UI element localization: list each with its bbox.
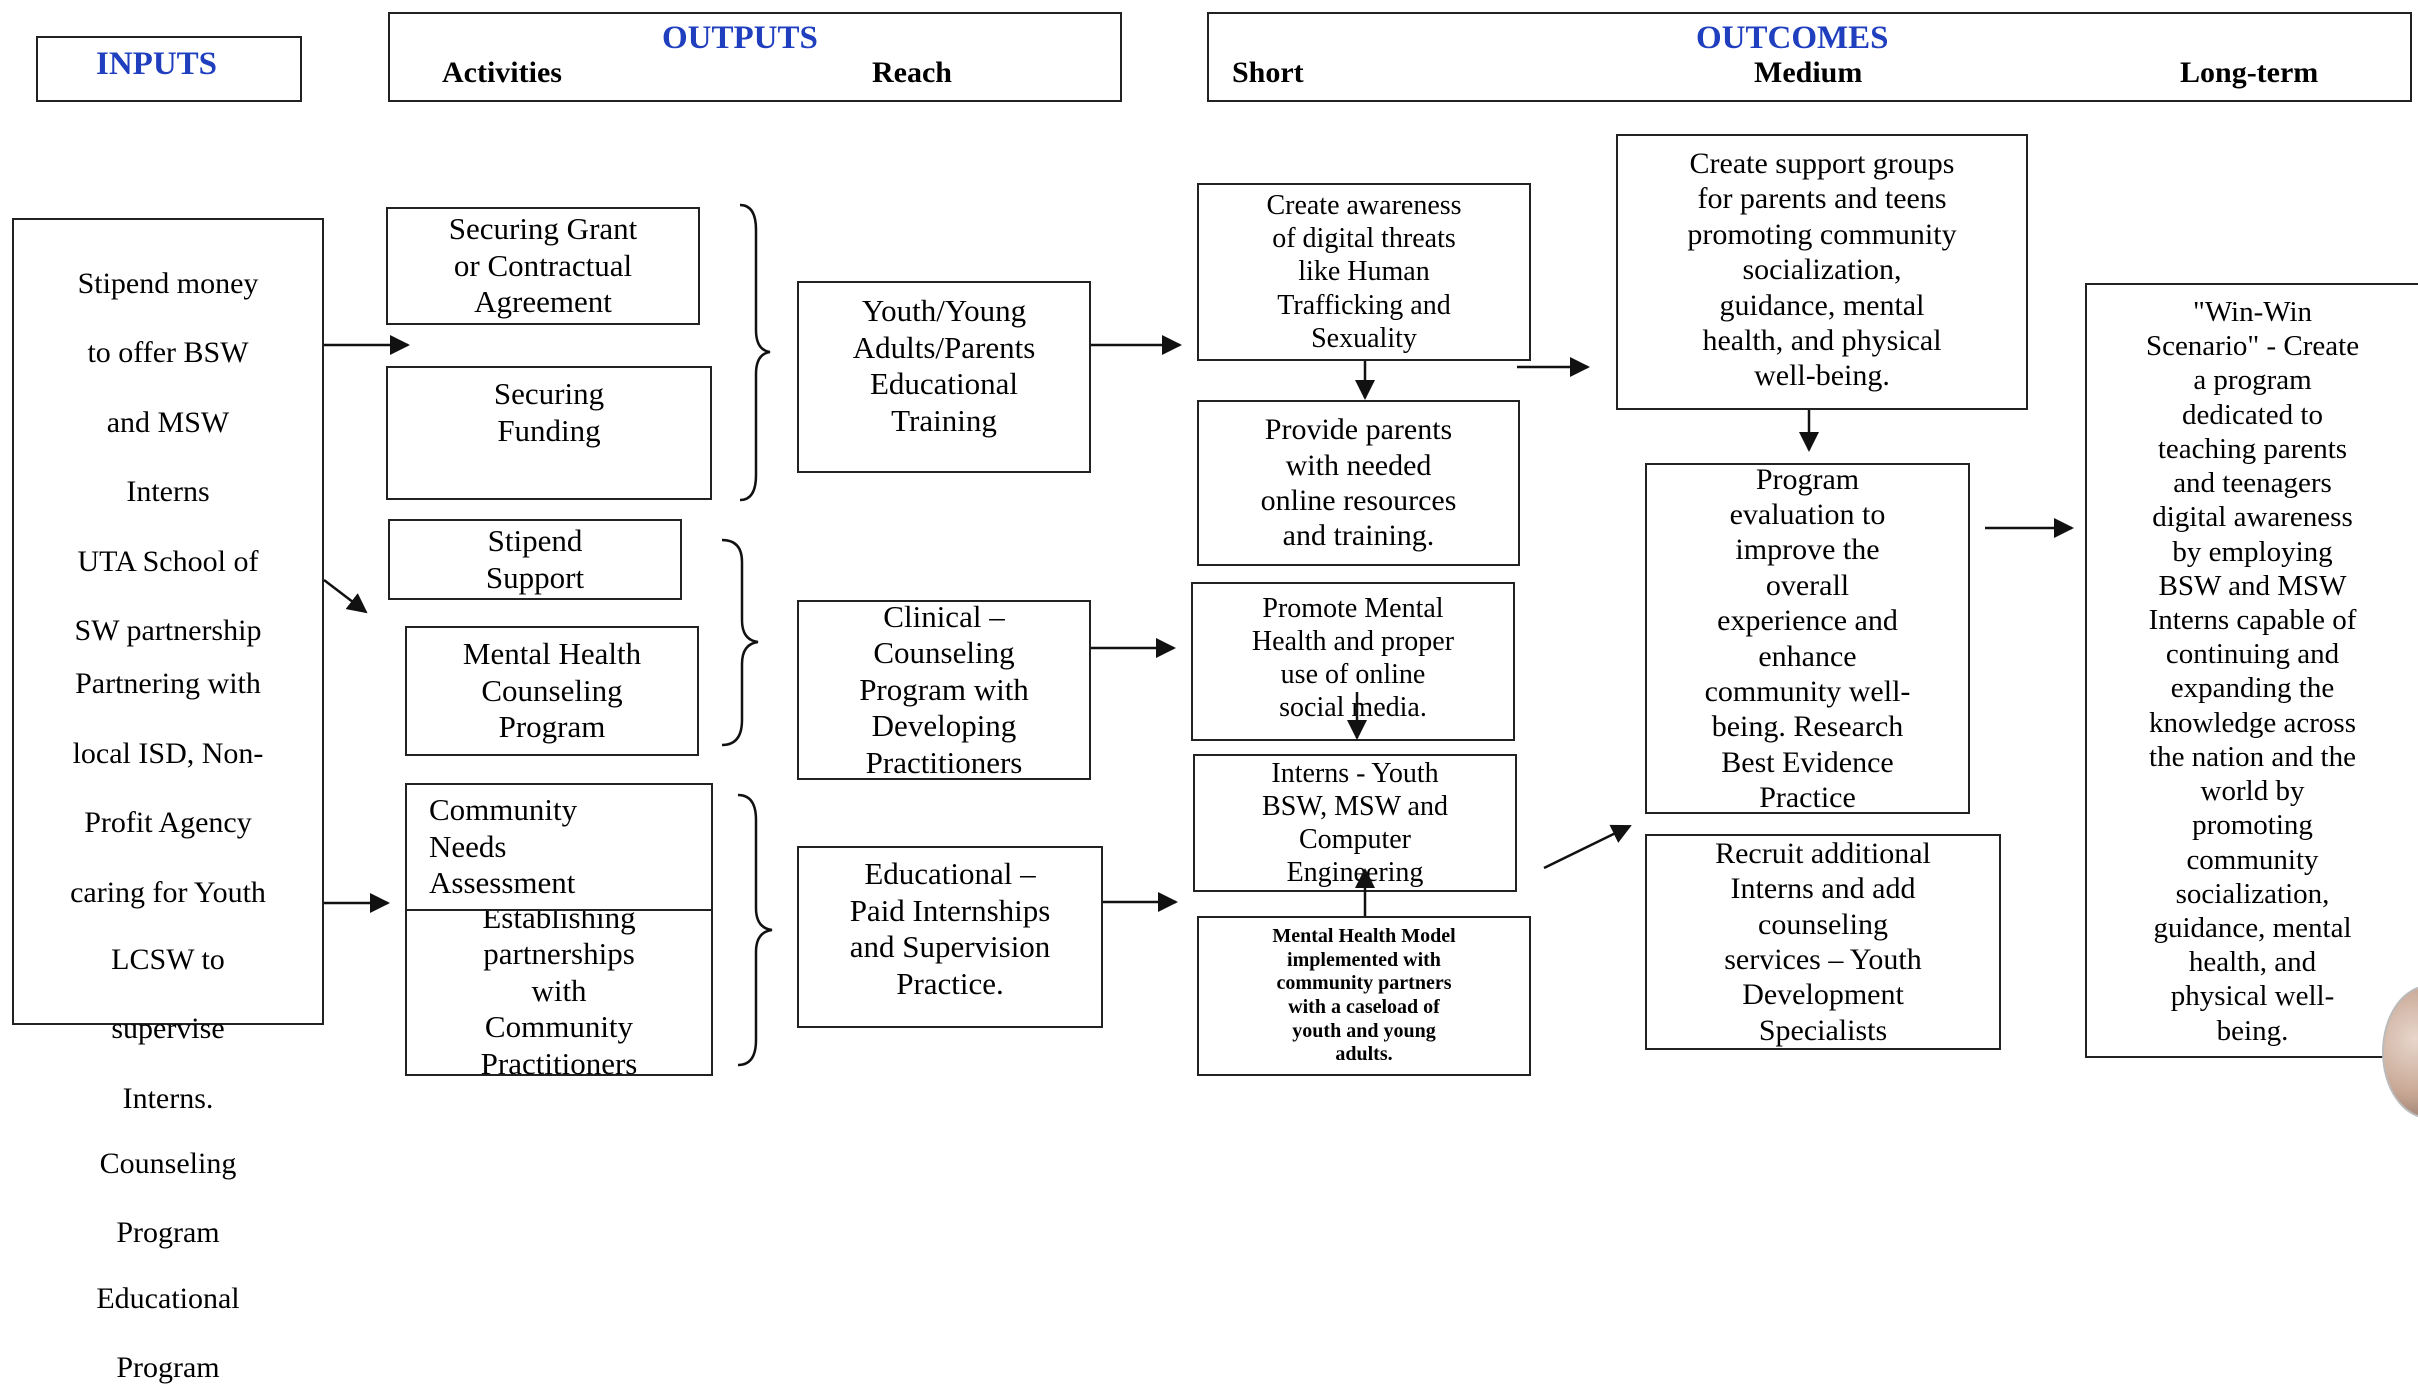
outcomes-header-box [1207, 12, 2412, 102]
outputs-header: OUTPUTS [662, 20, 818, 56]
brace-middle [721, 538, 759, 747]
long-term-header: Long-term [2180, 56, 2319, 89]
brace-top [739, 203, 771, 502]
activities-header: Activities [442, 56, 562, 89]
medium-header: Medium [1754, 56, 1863, 89]
arrow-inputs-to-mental-health [323, 579, 368, 614]
inputs-header: INPUTS [96, 46, 218, 82]
arrow-interns-to-evaluation [1543, 824, 1632, 870]
reach-header: Reach [872, 56, 952, 89]
outputs-header-box [388, 12, 1122, 102]
brace-bottom [737, 793, 773, 1067]
outcomes-header: OUTCOMES [1696, 20, 1889, 56]
inputs-header-box [36, 36, 302, 102]
short-header: Short [1232, 56, 1304, 89]
